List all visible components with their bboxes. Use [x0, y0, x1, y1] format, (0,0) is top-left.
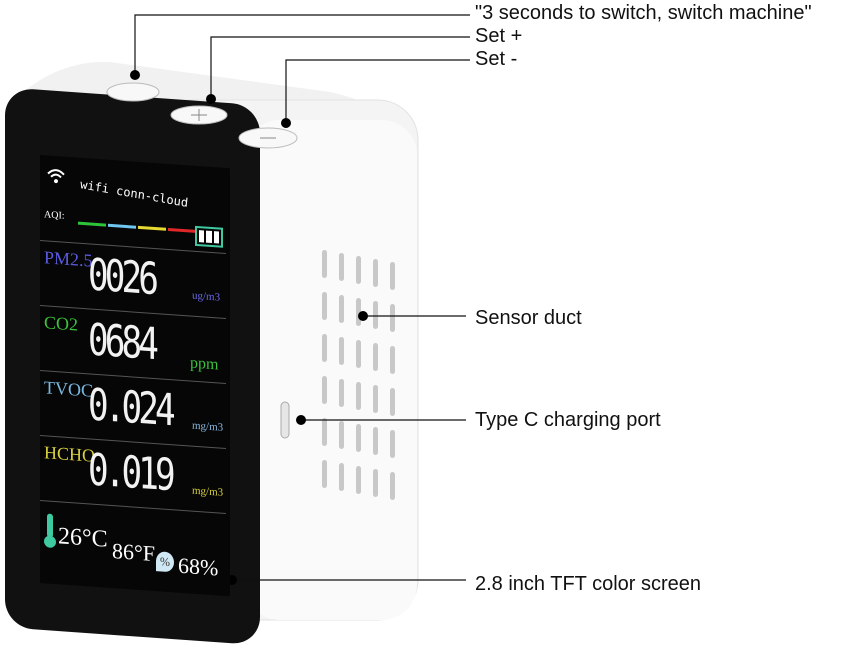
callout-type-c: Type C charging port	[475, 409, 661, 431]
reading-value: 0684	[88, 314, 156, 371]
aqi-segment	[108, 223, 136, 229]
reading-value: 0.019	[88, 444, 172, 502]
reading-label: CO2	[44, 312, 79, 335]
vent-slot	[339, 379, 344, 407]
vent-slot	[373, 427, 378, 455]
vent-slot	[373, 301, 378, 329]
humidity-icon: %	[156, 551, 174, 573]
humidity-value: 68%	[178, 552, 219, 581]
vent-slot	[373, 343, 378, 371]
reading-unit: ug/m3	[192, 289, 221, 304]
callout-dots	[130, 70, 368, 585]
callout-sensor-duct: Sensor duct	[475, 307, 582, 329]
vent-slot	[339, 295, 344, 323]
vent-slot	[390, 430, 395, 458]
vent-slot	[356, 466, 361, 494]
vent-slot	[322, 418, 327, 446]
aqi-label: AQI:	[44, 209, 65, 222]
vent-slot	[390, 346, 395, 374]
vent-slot	[322, 334, 327, 362]
aqi-bar	[78, 221, 196, 233]
temperature-celsius: 26°C	[58, 523, 108, 553]
vent-slot	[390, 262, 395, 290]
vent-slot	[356, 256, 361, 284]
battery-icon	[195, 225, 223, 248]
callout-set-plus: Set +	[475, 25, 523, 47]
vent-slot	[339, 421, 344, 449]
callout-power: "3 seconds to switch, switch machine"	[475, 2, 812, 24]
vent-slot	[339, 463, 344, 491]
sensor-vents	[322, 250, 395, 500]
callout-lines	[134, 14, 470, 581]
vent-slot	[322, 292, 327, 320]
vent-slot	[322, 376, 327, 404]
vent-slot	[373, 259, 378, 287]
reading-label: PM2.5	[44, 247, 93, 271]
vent-slot	[373, 469, 378, 497]
wifi-status: wifi conn-cloud	[79, 177, 189, 210]
type-c-port	[280, 401, 290, 439]
power-button[interactable]	[106, 82, 160, 102]
vent-slot	[390, 472, 395, 500]
callout-screen: 2.8 inch TFT color screen	[475, 573, 702, 595]
vent-slot	[322, 460, 327, 488]
thermometer-icon	[44, 513, 56, 549]
temperature-fahrenheit: 86°F	[112, 538, 156, 567]
vent-slot	[373, 385, 378, 413]
aqi-segment	[138, 225, 166, 231]
reading-unit: mg/m3	[192, 419, 224, 434]
vent-slot	[339, 253, 344, 281]
vent-slot	[390, 388, 395, 416]
reading-unit: mg/m3	[192, 484, 224, 499]
vent-slot	[390, 304, 395, 332]
vent-slot	[356, 424, 361, 452]
callout-set-minus: Set -	[475, 48, 518, 70]
vent-slot	[356, 340, 361, 368]
reading-label: TVOC	[44, 377, 93, 401]
tft-screen: wifi conn-cloud AQI: PM2.5 0026 ug/m3 CO…	[40, 155, 230, 597]
reading-unit: ppm	[190, 354, 219, 374]
wifi-icon	[46, 165, 66, 186]
reading-value: 0.024	[88, 379, 172, 437]
reading-value: 0026	[88, 249, 156, 306]
aqi-segment	[78, 221, 106, 227]
aqi-segment	[168, 227, 196, 233]
vent-slot	[356, 382, 361, 410]
vent-slot	[339, 337, 344, 365]
vent-slot	[322, 250, 327, 278]
